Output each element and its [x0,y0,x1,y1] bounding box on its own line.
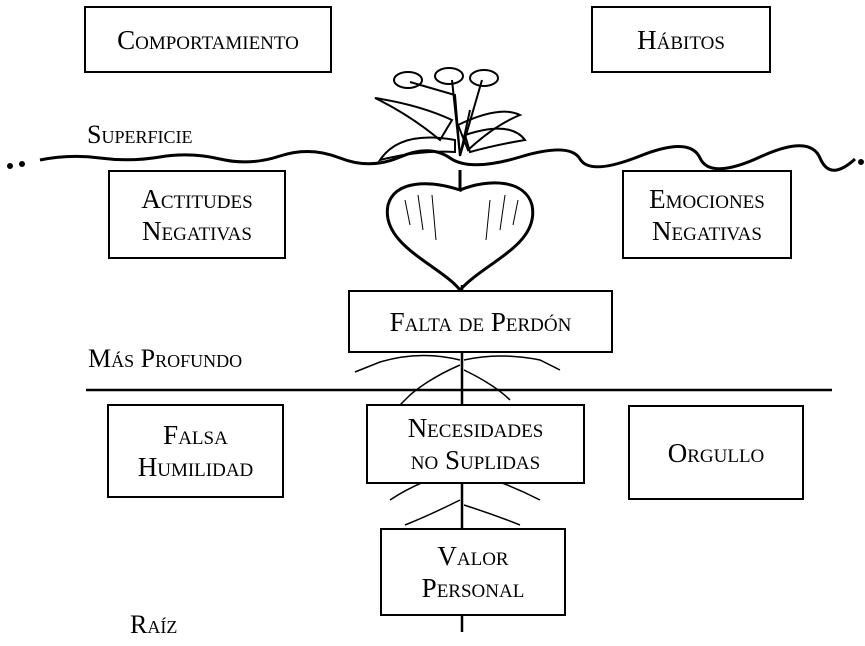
box-actitudes-line-1: Actitudes [141,183,253,214]
box-necesidades: Necesidades no Suplidas [366,404,585,484]
box-emociones-line-1: Emociones [649,183,765,214]
box-actitudes-line-2: Negativas [142,215,252,246]
box-falta-perdon-label: Falta de Perdón [389,306,572,337]
box-falsa-line-1: Falsa [163,420,228,450]
ground-line [7,144,864,172]
level-mas-profundo: Más Profundo [88,344,243,373]
box-valor-personal: Valor Personal [380,528,566,616]
box-comportamiento-label: Comportamiento [117,24,299,55]
box-orgullo-label: Orgullo [667,437,765,468]
level-superficie: Superficie [87,120,193,149]
heart-bulb [385,170,535,293]
box-emociones-negativas: Emociones Negativas [622,170,792,259]
box-falsa-line-2: Humilidad [137,452,254,482]
box-habitos-label: Hábitos [637,24,725,55]
box-valor-line-2: Personal [421,573,525,603]
box-habitos: Hábitos [591,6,771,73]
box-orgullo: Orgullo [628,405,804,500]
box-necesidades-line-1: Necesidades [407,413,544,443]
box-comportamiento: Comportamiento [84,6,332,73]
level-raiz: Raíz [130,610,178,639]
heart-texture [404,194,519,241]
box-valor-line-1: Valor [437,541,509,571]
box-necesidades-line-2: no Suplidas [410,445,541,475]
plant-top [374,67,527,162]
box-falta-perdon: Falta de Perdón [348,290,613,353]
box-falsa-humildad: Falsa Humilidad [107,404,284,498]
box-emociones-line-2: Negativas [652,215,762,246]
box-actitudes-negativas: Actitudes Negativas [108,170,286,259]
